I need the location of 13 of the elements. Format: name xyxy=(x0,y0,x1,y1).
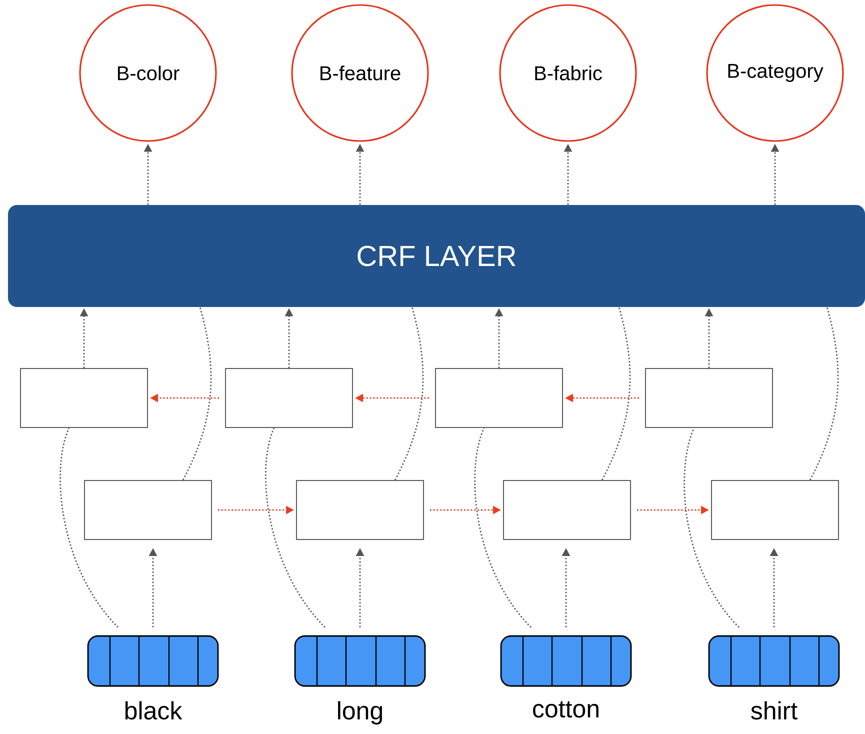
word-label: long xyxy=(338,701,382,724)
layer-band: CRF LAYER xyxy=(8,205,865,307)
hidden-state-box xyxy=(225,368,353,428)
word-label: black xyxy=(125,701,182,720)
hidden-state-box xyxy=(296,480,424,540)
word-label: cotton xyxy=(533,701,598,718)
hidden-state-box xyxy=(645,368,773,428)
hidden-state-box xyxy=(84,480,212,540)
hidden-state-box xyxy=(20,368,148,428)
word-label: shirt xyxy=(751,701,798,720)
hidden-state-box xyxy=(711,480,839,540)
hidden-state-box xyxy=(435,368,563,428)
hidden-state-box xyxy=(503,480,631,540)
